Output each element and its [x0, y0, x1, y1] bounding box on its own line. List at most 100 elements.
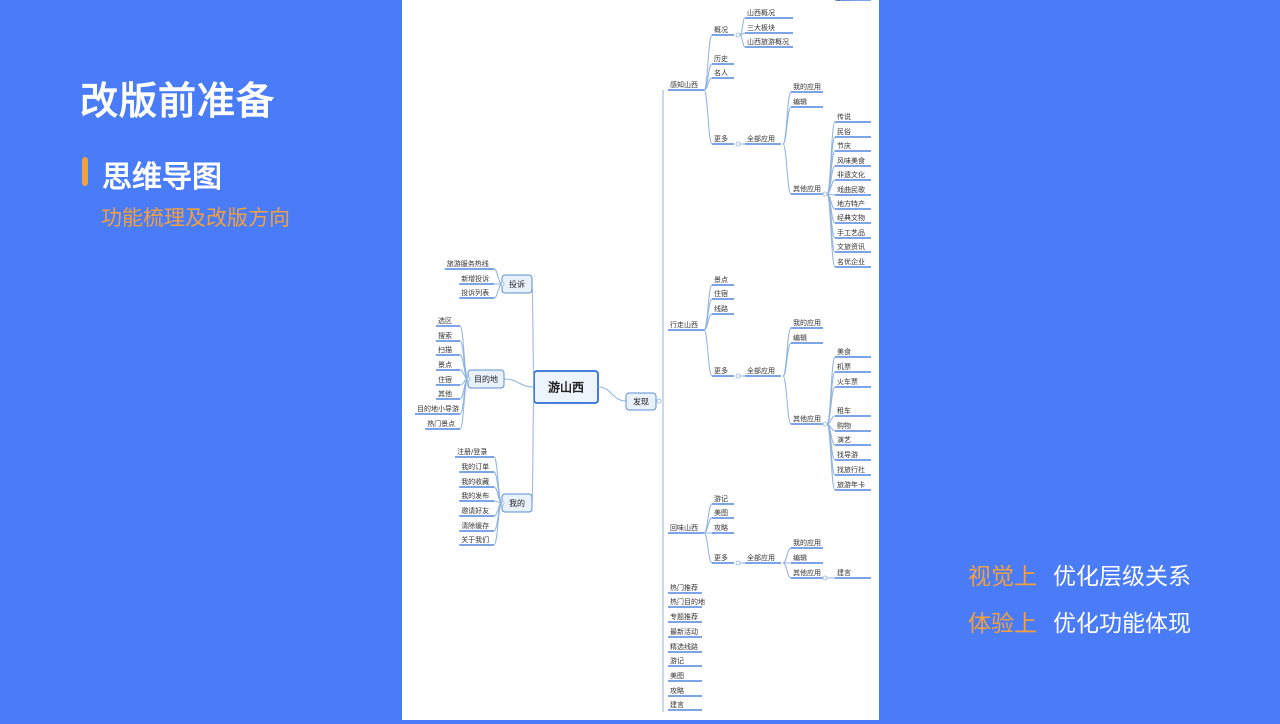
- other-app-label: 民俗: [837, 127, 851, 136]
- note-visual-key: 视觉上: [968, 564, 1037, 590]
- connector-dot: [822, 575, 828, 581]
- app-connector: [782, 342, 792, 377]
- left-leaf: 关于我们: [461, 535, 489, 544]
- other-connector: [826, 386, 836, 425]
- other-app-label: 风味美食: [837, 156, 865, 165]
- item-connector: [703, 77, 713, 91]
- app-label: 我的应用: [793, 82, 821, 91]
- other-app-label: 演艺: [837, 435, 851, 444]
- left-leaf: 目的地小导游: [417, 404, 459, 413]
- all-apps-label: 全部应用: [747, 553, 775, 562]
- discover-extra-leaf: 热门推荐: [670, 583, 698, 592]
- app-connector: [782, 547, 792, 564]
- other-app-label: 火车票: [837, 377, 858, 386]
- discover-extra-leaf: 精选线路: [670, 642, 698, 651]
- other-app-label: 地方特产: [837, 199, 865, 208]
- other-app-label: 戏曲民歌: [837, 185, 865, 194]
- root-node: 游山西: [548, 379, 584, 394]
- left-leaf: 景点: [438, 361, 452, 369]
- section-accent-bar: [82, 157, 88, 186]
- discover-extra-leaf: 建言: [670, 700, 684, 709]
- other-app-label: 非遗文化: [837, 170, 865, 179]
- discover-extra-leaf: 攻略: [670, 686, 684, 695]
- app-label: 我的应用: [793, 318, 821, 327]
- item-label: 景点: [714, 276, 728, 284]
- other-app-label: 美食: [837, 347, 851, 356]
- mindmap-canvas: 游山西投诉旅游服务热线新增投诉投诉列表目的地选区搜索扫描景点住宿其他目的地小导游…: [402, 0, 879, 720]
- item-label: 游记: [714, 494, 728, 503]
- other-app-label: 经典文物: [837, 213, 865, 222]
- other-app-label: 旅游年卡: [837, 480, 865, 489]
- leaf-connector: [459, 325, 469, 380]
- other-app-label: 节庆: [837, 141, 851, 150]
- branch-discover: 发现: [633, 396, 649, 406]
- all-apps-label: 全部应用: [747, 134, 775, 143]
- other-app-label: 租车: [837, 406, 851, 415]
- section-subtitle: 功能梳理及改版方向: [101, 206, 290, 230]
- left-leaf: 旅游服务热线: [447, 259, 489, 268]
- note-visual-value: 优化层级关系: [1053, 564, 1191, 590]
- branch-connector: [597, 386, 627, 402]
- child-label: 山西概况: [747, 8, 775, 17]
- item-label: 更多: [714, 134, 728, 143]
- item-label: 更多: [714, 366, 728, 375]
- app-label: 其他应用: [793, 184, 821, 193]
- section-label: 感知山西: [670, 80, 698, 89]
- left-leaf: 扫描: [438, 345, 452, 354]
- child-connector: [739, 34, 746, 48]
- item-label: 攻略: [714, 523, 728, 532]
- left-leaf: 其他: [438, 389, 452, 398]
- app-label: 编辑: [793, 97, 807, 106]
- left-leaf: 我的收藏: [461, 477, 489, 486]
- item-label: 住宿: [714, 289, 728, 298]
- branch-complaint: 投诉: [509, 279, 525, 289]
- connector-dot: [656, 398, 662, 404]
- left-leaf: 选区: [438, 316, 452, 325]
- mindmap-diagram: 游山西投诉旅游服务热线新增投诉投诉列表目的地选区搜索扫描景点住宿其他目的地小导游…: [415, 0, 871, 712]
- left-leaf: 我的订单: [461, 462, 489, 471]
- section-label: 回味山西: [670, 523, 698, 532]
- item-connector: [703, 313, 713, 331]
- leaf-connector: [459, 378, 469, 430]
- branch-connector: [503, 378, 535, 388]
- left-panel: 改版前准备 思维导图 功能梳理及改版方向: [0, 0, 402, 720]
- app-connector: [782, 143, 792, 195]
- other-app-label: 机票: [837, 362, 851, 371]
- item-label: 名人: [714, 68, 728, 77]
- section-label: 行走山西: [670, 320, 698, 329]
- connector-dot: [735, 32, 741, 38]
- other-app-label: 名优企业: [837, 257, 865, 266]
- app-connector: [782, 562, 792, 579]
- note-experience-key: 体验上: [968, 611, 1037, 637]
- app-connector: [782, 375, 792, 425]
- branch-discover-box: [625, 392, 657, 411]
- connector-dot: [735, 560, 741, 566]
- app-label: 编辑: [793, 553, 807, 562]
- left-leaf: 我的发布: [461, 491, 489, 500]
- other-connector: [826, 193, 836, 268]
- note-experience: 体验上优化功能体现: [968, 604, 1191, 638]
- other-app-label: 投诉: [837, 0, 851, 2]
- other-app-label: 找旅行社: [837, 465, 865, 474]
- connector-dot: [735, 141, 741, 147]
- item-label: 美图: [714, 508, 728, 517]
- note-experience-value: 优化功能体现: [1053, 611, 1191, 637]
- item-label: 更多: [714, 553, 728, 562]
- leaf-connector: [493, 283, 503, 299]
- discover-extra-leaf: 美图: [670, 671, 684, 680]
- branch-connector: [531, 386, 535, 504]
- app-connector: [782, 106, 792, 145]
- discover-extra-leaf: 最新活动: [670, 627, 698, 636]
- other-app-label: 文旅资讯: [837, 242, 865, 251]
- left-leaf: 清除缓存: [461, 521, 489, 530]
- leaf-connector: [493, 502, 503, 546]
- item-label: 线路: [714, 304, 728, 313]
- left-leaf: 邀请好友: [461, 506, 489, 515]
- item-connector: [703, 329, 713, 377]
- discover-extra-leaf: 游记: [670, 656, 684, 665]
- left-leaf: 投诉列表: [461, 288, 489, 297]
- app-connector: [782, 91, 792, 145]
- item-connector: [703, 532, 713, 564]
- leaf-connector: [493, 268, 503, 285]
- connector-dot: [822, 421, 828, 427]
